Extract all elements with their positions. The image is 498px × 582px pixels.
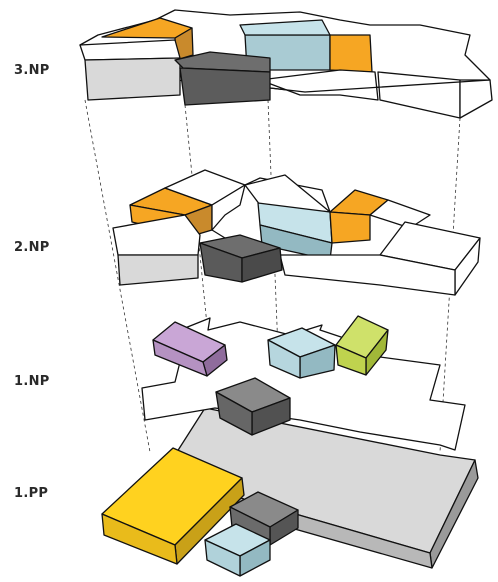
third-right-wing-front bbox=[377, 71, 461, 119]
third-core-front bbox=[179, 67, 271, 106]
floor-label-1np: 1.NP bbox=[14, 374, 50, 389]
third-right-wing-side bbox=[459, 79, 493, 119]
floor-3np bbox=[79, 9, 493, 119]
basement-blue-block-front bbox=[204, 539, 241, 577]
third-orange-right bbox=[329, 34, 373, 73]
floor-label-2np: 2.NP bbox=[14, 240, 50, 255]
second-orange-right-front bbox=[329, 211, 371, 244]
floor-1pp bbox=[101, 407, 479, 577]
green-block-front bbox=[335, 344, 367, 376]
third-courtyard bbox=[259, 69, 379, 101]
third-left-wing-front bbox=[84, 57, 181, 101]
floor-label-1pp: 1.PP bbox=[14, 486, 49, 501]
second-right-wing-front bbox=[279, 254, 456, 296]
second-left-wing-front bbox=[117, 254, 199, 286]
second-white-right-top bbox=[369, 199, 431, 229]
ground-blue-block-front bbox=[267, 339, 301, 379]
yellow-block-front bbox=[101, 513, 178, 565]
floor-label-3np: 3.NP bbox=[14, 63, 50, 78]
floor-2np bbox=[112, 169, 481, 296]
third-back-edge bbox=[269, 79, 491, 93]
second-left-wing-top bbox=[112, 214, 201, 256]
floor-1np bbox=[141, 315, 466, 451]
second-core-side bbox=[241, 247, 283, 283]
purple-block-front bbox=[152, 339, 208, 377]
ground-core-front bbox=[215, 391, 253, 436]
projection-line bbox=[439, 117, 461, 453]
third-core-top bbox=[174, 51, 271, 73]
